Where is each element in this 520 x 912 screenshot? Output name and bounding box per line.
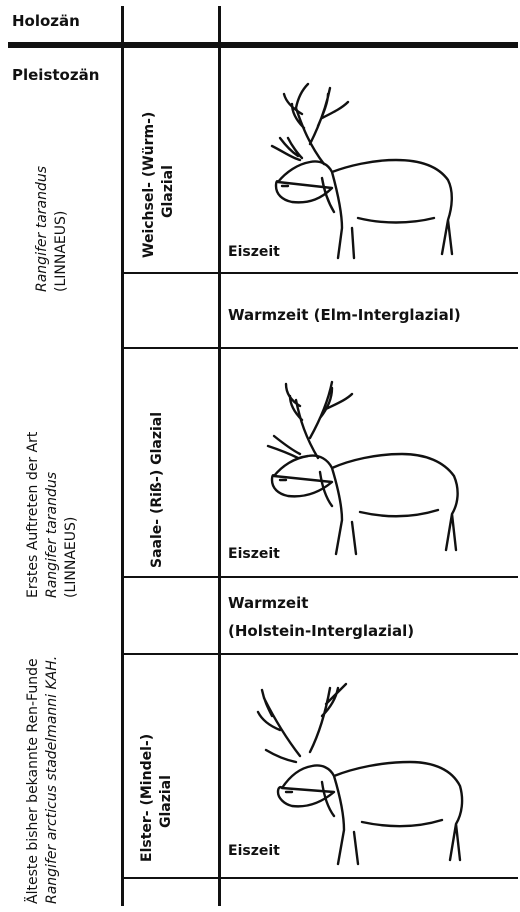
reindeer-icon [262,68,482,264]
column-divider-right [218,6,221,906]
species-group-2: Erstes Auftreten der Art Rangifer tarand… [24,432,81,598]
saale-glacial-label: Saale- (Riß-) Glazial [148,412,167,568]
elster-glacial-label: Elster- (Mindel-) Glazial [138,734,176,862]
pleistocene-label: Pleistozän [12,66,99,84]
species-name: Rangifer tarandus [33,166,52,292]
row-divider-1 [121,272,518,274]
holocene-boundary [8,42,518,48]
species-author: (LINNAEUS) [62,432,81,598]
holocene-label: Holozän [12,12,80,30]
warmzeit-label-2: Warmzeit [228,594,308,612]
reindeer-icon [250,668,480,868]
row-divider-2 [121,347,518,349]
first-appearance-label: Erstes Auftreten der Art [24,432,43,598]
warmzeit-label-1: Warmzeit (Elm-Interglazial) [228,306,461,324]
species-group-1: Rangifer tarandus (LINNAEUS) [33,166,71,292]
species-author: (LINNAEUS) [52,166,71,292]
row-divider-4 [121,653,518,655]
warmzeit-label-2-sub: (Holstein-Interglazial) [228,622,414,640]
column-divider-left [121,6,124,906]
reindeer-icon [262,364,482,560]
weichsel-glacial-label: Weichsel- (Würm-) Glazial [140,112,178,258]
oldest-finds-label: Älteste bisher bekannte Ren-Funde [24,656,43,904]
species-name: Rangifer arcticus stadelmanni KAH. [43,656,62,904]
species-name: Rangifer tarandus [43,432,62,598]
row-divider-3 [121,576,518,578]
row-divider-5 [121,877,518,879]
species-group-3: Älteste bisher bekannte Ren-Funde Rangif… [24,656,62,904]
